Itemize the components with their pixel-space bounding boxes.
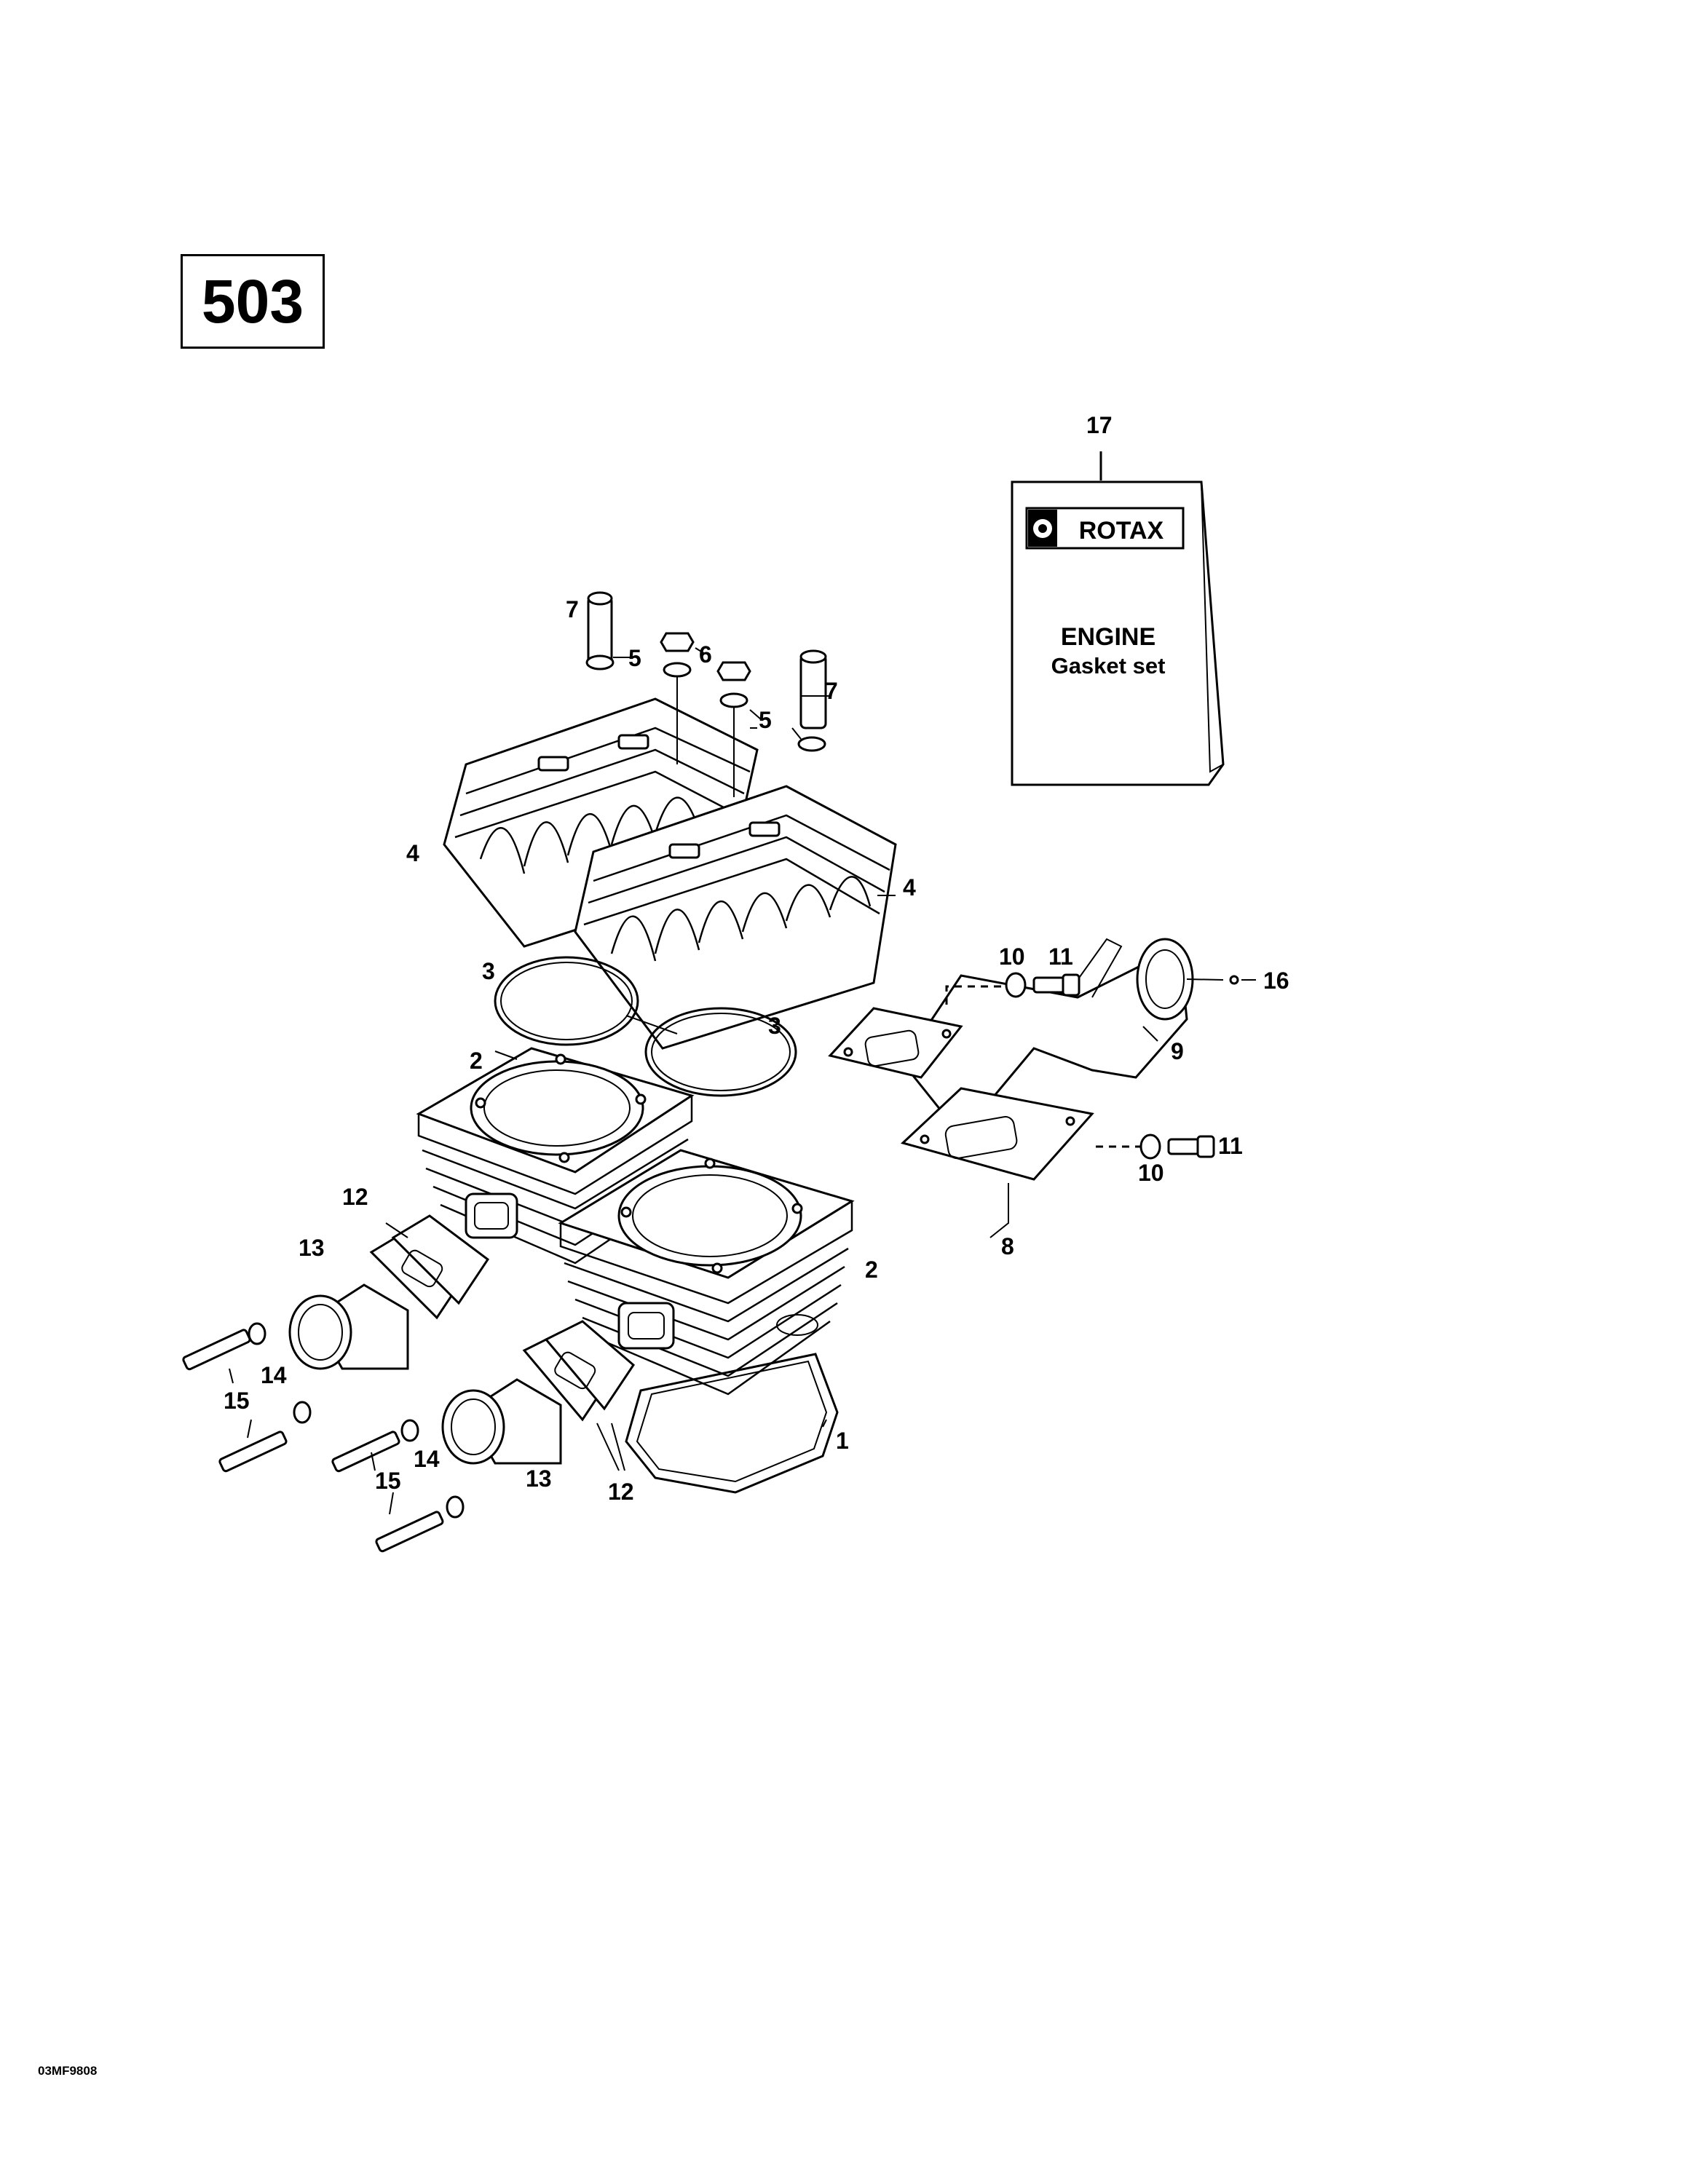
washer [585,654,615,670]
exhaust-fasteners-upper [945,972,1080,1005]
callout-5: 5 [628,645,641,671]
head-gasket-right [644,1007,797,1097]
callout-11: 11 [1048,943,1073,970]
callout-17: 17 [1086,412,1113,438]
leader-lines [494,657,1256,1060]
head-gasket-left [494,956,639,1046]
callout-11: 11 [1218,1133,1243,1159]
callout-15: 15 [375,1468,401,1494]
callout-13: 13 [526,1465,552,1492]
callout-8: 8 [1001,1233,1014,1259]
screw [375,1511,444,1553]
exhaust-gasket-upper [828,1007,963,1079]
callout-14: 14 [414,1446,440,1472]
callout-3: 3 [768,1013,781,1039]
callout-7: 7 [825,678,838,704]
intake-gasket-upper [369,1214,490,1320]
callout-15: 15 [224,1388,250,1414]
washer [797,736,826,752]
cylinder-left [416,1047,695,1265]
dowel-sleeve-left [587,591,613,668]
bolt [1167,1138,1201,1155]
exhaust-fasteners-lower [1096,1133,1215,1160]
callout-9: 9 [1171,1038,1184,1064]
intake-gasket-lower [522,1320,635,1422]
screw [331,1431,400,1473]
exhaust-manifold [901,938,1239,1138]
exhaust-gasket-lower [901,1087,1094,1181]
drawing-code: 03MF9808 [38,2064,98,2078]
callout-10: 10 [999,943,1025,970]
gasket-set-kit: ROTAX ENGINE Gasket set [1011,451,1225,786]
callout-3: 3 [482,958,495,984]
callout-4: 4 [903,874,916,901]
washer [1005,972,1027,998]
nut [660,632,695,652]
nut [716,661,751,681]
washer [446,1495,465,1519]
base-gasket [625,1353,839,1494]
cylinder-head-right [574,677,897,1050]
washer [663,662,692,678]
callout-16: 16 [1263,968,1289,994]
screw [182,1329,251,1371]
callout-6: 6 [699,641,712,668]
callout-2: 2 [865,1257,878,1283]
kit-title: ENGINE [1061,623,1155,651]
washer [1139,1133,1161,1160]
callout-5: 5 [759,707,772,733]
washer [719,692,748,708]
model-number-box: 503 [181,254,325,349]
screw [218,1431,288,1473]
callout-labels: 1 2 2 3 3 4 4 5 5 6 7 7 8 9 10 10 11 11 … [224,412,1289,1505]
model-number: 503 [201,266,304,336]
callout-7: 7 [566,596,579,622]
kit-subtitle: Gasket set [1051,653,1166,678]
intake-socket-upper [288,1283,409,1370]
kit-brand: ROTAX [1079,517,1164,545]
callout-4: 4 [406,840,419,866]
callout-12: 12 [608,1479,634,1505]
callout-2: 2 [470,1048,483,1074]
callout-14: 14 [261,1362,287,1388]
bolt [1032,976,1066,994]
dowel-sleeve-right [799,649,827,729]
washer [248,1322,266,1345]
intake-fasteners [182,1322,465,1553]
washer [400,1419,419,1442]
callout-13: 13 [299,1235,325,1261]
callout-10: 10 [1138,1160,1164,1186]
cylinder-right [558,1149,855,1396]
washers-and-nuts [585,632,826,752]
washer [293,1401,312,1424]
callout-1: 1 [836,1428,849,1454]
intake-socket-lower [441,1378,562,1465]
callout-12: 12 [342,1184,368,1210]
